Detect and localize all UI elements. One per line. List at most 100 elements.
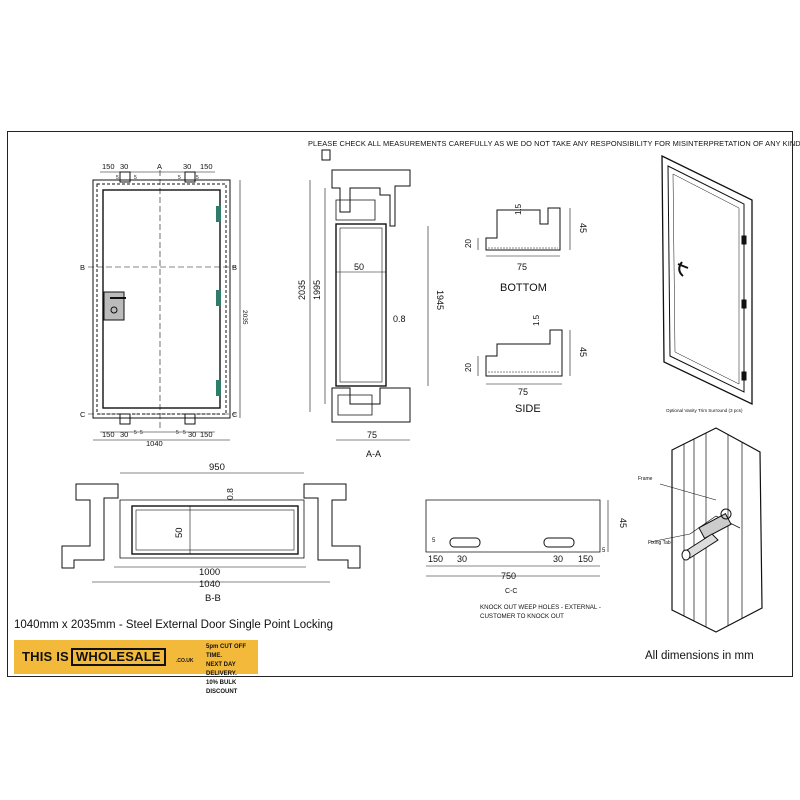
promo-line-discount: 10% BULK DISCOUNT [206,680,238,695]
brand-domain: .CO.UK [176,658,194,664]
head-rebate [335,199,376,221]
section-mark-b-right: B [232,263,237,272]
elev-bottom-dim-4: 5 [176,430,179,436]
elev-height: 2035 [241,310,248,325]
frame-hidden-line [96,183,227,415]
elev-top-dim-2: 5 [116,175,119,181]
elev-bottom-dim-7: 150 [200,430,213,439]
elev-top-dim-5: 5 [178,175,181,181]
aa-dim-1995: 1995 [312,280,322,300]
head-drip [321,149,331,161]
elevation-labels: 150 30 5 5 A 5 5 30 150 150 30 5 5 5 5 3… [80,162,248,448]
side-dim-45: 45 [578,347,588,357]
aa-dim-75: 75 [367,430,377,440]
bb-dim-1000: 1000 [199,567,220,578]
drawing-sheet-border [7,131,793,677]
elev-width: 1040 [146,439,163,448]
bb-label: B-B [205,593,221,604]
iso-fixing-tab [698,512,732,540]
cc-dim-150-right: 150 [578,554,593,564]
head-frame-profile [331,169,411,227]
cc-dim-150-left: 150 [428,554,443,564]
aa-dim-50: 50 [354,262,364,272]
bb-dim-50: 50 [174,527,185,538]
section-mark-b-left: B [80,263,85,272]
brand-name-boxed: WHOLESALE [70,648,166,666]
aa-dim-2035: 2035 [297,280,307,300]
door-elevation [88,170,241,441]
cc-dim-5-right: 5 [602,548,606,554]
iso-labels: Frame Fixing Tab [638,476,671,546]
brand-promo: 5pm CUT OFF TIME. NEXT DAY DELIVERY. 10%… [206,643,258,697]
bottom-dim-15: 1.5 [514,203,523,215]
section-cc [425,499,609,577]
section-bb [61,472,361,583]
elev-top-dim-7: 30 [183,162,191,171]
section-aa-labels: 2035 1995 1945 50 0.8 75 A-A [297,262,445,459]
door-leaf-inner [339,227,383,383]
dimension-units-note: All dimensions in mm [645,650,754,662]
bottom-dim-75: 75 [517,262,527,272]
profile-bottom-label: BOTTOM [500,282,547,294]
iso-hinge-top [741,235,747,245]
bb-door-leaf [131,505,299,555]
sill-rebate [337,394,373,416]
bb-right-jamb [303,483,361,569]
bb-dim-1040: 1040 [199,579,220,590]
tab-bottom-left [119,413,131,425]
cc-label: C-C [505,588,517,595]
elev-bottom-dim-6: 30 [188,430,196,439]
iso-label-frame: Frame [638,476,653,482]
cc-dim-30-right: 30 [553,554,563,564]
promo-line-delivery: NEXT DAY DELIVERY. [206,662,237,677]
profile-side-label: SIDE [515,403,541,415]
profile-side-drawing [477,329,571,385]
lock-case [103,291,125,321]
bb-door-leaf-inner [135,509,295,551]
section-mark-c-left: C [80,410,86,419]
iso-door-handle [677,261,689,277]
iso-door [661,154,753,406]
side-dim-20: 20 [464,363,473,372]
tab-bottom-right [184,413,196,425]
cc-sill-outline [425,499,601,553]
cc-dim-5-left: 5 [432,538,436,544]
cc-dim-750: 750 [501,571,516,581]
section-aa [309,149,429,441]
iso-detail-outline [671,427,763,633]
elev-bottom-dim-3: 5 [140,430,143,436]
hinge-middle [216,290,221,306]
elev-bottom-dim-5: 5 [183,430,186,436]
section-mark-c-right: C [232,410,238,419]
outer-frame [92,179,231,419]
bb-dim-08: 0.8 [225,488,235,500]
cc-weep-hole-left [449,537,481,548]
iso-fixing-screw [720,508,732,520]
brand-name-left: THIS IS [22,649,69,664]
hinge-bottom [216,380,221,396]
bb-dim-950: 950 [209,462,225,473]
iso-frame-outer [661,154,753,406]
cc-weep-hole-right [543,537,575,548]
elev-bottom-dim-2: 5 [134,430,137,436]
promo-line-cutoff: 5pm CUT OFF TIME. [206,644,246,659]
vanity-trim-note: Optional Vanity Trim Surround (3 pcs) [666,408,743,413]
bb-frame-inner [119,499,305,559]
sill-frame-profile [331,387,411,423]
side-profile-outline [485,329,563,377]
elev-top-dim-8: 150 [200,162,213,171]
iso-hinge-bot [741,371,747,381]
door-leaf-section [335,223,387,387]
cc-dim-45: 45 [618,518,628,528]
bottom-profile-outline [485,207,561,251]
cc-dim-30-left: 30 [457,554,467,564]
iso-hinge-mid [741,299,747,309]
profile-bottom-drawing [477,207,571,257]
section-bb-labels: 950 0.8 50 1000 1040 B-B [174,462,235,604]
hinge-top [216,206,221,222]
bb-left-jamb [61,483,119,569]
elev-top-dim-4: A [157,162,162,171]
